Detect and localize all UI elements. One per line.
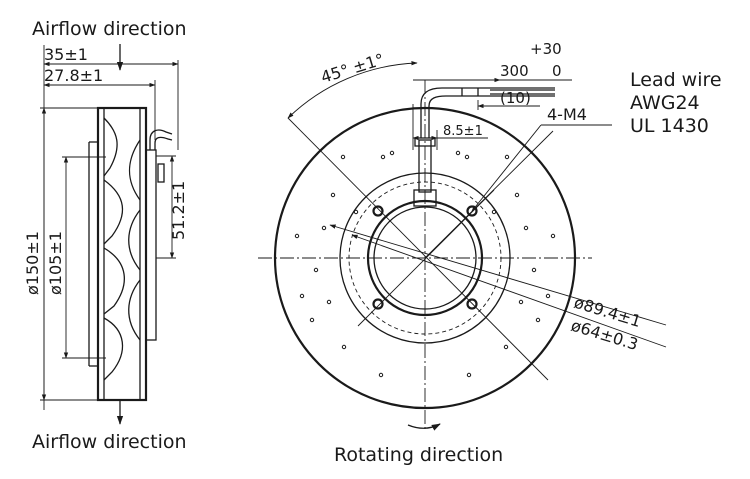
lead-wire [420,87,555,138]
depth-body-dim: 27.8±1 [44,66,103,85]
lead-wire-label-2: AWG24 [630,92,700,114]
vent-dots [294,150,556,378]
bushing-dim: 8.5±1 [443,124,483,139]
depth-total-dim: 35±1 [44,45,88,64]
side-view [40,44,179,425]
airflow-bottom-label: Airflow direction [32,431,187,453]
rotating-direction-label: Rotating direction [334,444,503,466]
lead-length: 300 [500,62,529,80]
angle-label: 45° ±1° [319,50,387,87]
airflow-top-label: Airflow direction [32,18,187,40]
rotation-arrow [407,423,441,431]
lead-wire-label-3: UL 1430 [630,115,709,137]
front-view [258,61,667,431]
lead-wire-label-1: Lead wire [630,69,722,91]
outer-diameter-dim: ø150±1 [23,231,42,295]
mounting-holes-label: 4-M4 [547,105,587,124]
side-height-dim: 51.2±1 [169,181,188,240]
fan-housing-side [96,106,148,402]
tolerance-zero: 0 [552,62,562,80]
lead-strip-length: (10) [500,89,531,107]
tolerance-plus: +30 [530,40,562,58]
blade-profiles [103,117,141,381]
angle-arc [287,61,418,119]
inner-diameter-dim: ø105±1 [46,231,65,295]
